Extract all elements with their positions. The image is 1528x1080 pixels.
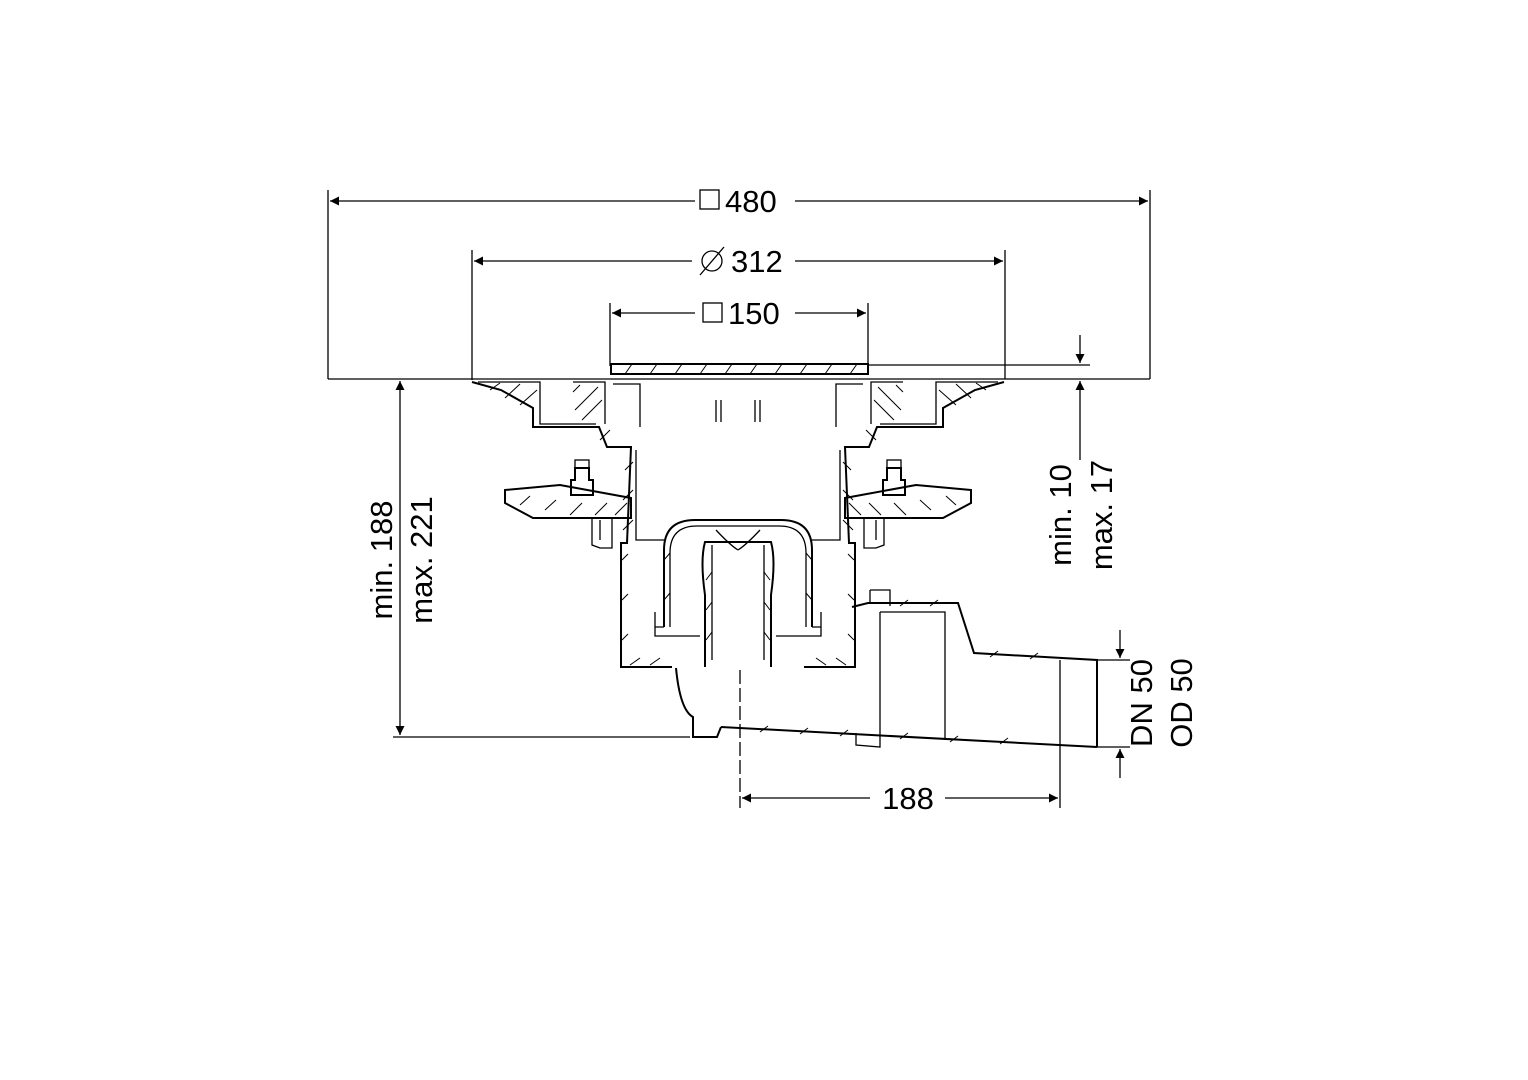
square-icon (702, 302, 723, 323)
dimension-label: min. 188 (364, 501, 399, 620)
drain-body (471, 381, 739, 668)
dimension-label: 188 (882, 781, 934, 816)
dimension-480: 480 (327, 184, 1151, 379)
grate (610, 363, 869, 375)
dimension-outlet: DN 50 OD 50 (1097, 630, 1199, 778)
dimension-label: max. 17 (1084, 460, 1119, 570)
dimension-label: 480 (725, 184, 777, 219)
dimension-label: min. 10 (1043, 464, 1078, 566)
dimension-label: 312 (731, 244, 783, 279)
dimension-label: DN 50 (1124, 659, 1159, 747)
dimension-label: OD 50 (1164, 658, 1199, 748)
dimension-label: max. 221 (404, 496, 439, 624)
dimension-188: 188 (739, 670, 1061, 816)
diameter-icon (699, 246, 725, 276)
dimension-150: 150 (609, 296, 869, 366)
square-icon (699, 189, 720, 210)
dimension-grate-offset: min. 10 max. 17 (868, 335, 1119, 570)
dimension-312: 312 (471, 244, 1006, 380)
dimension-label: 150 (728, 296, 780, 331)
dimension-total-height: min. 188 max. 221 (364, 381, 690, 738)
outlet-pipe (675, 589, 1098, 748)
